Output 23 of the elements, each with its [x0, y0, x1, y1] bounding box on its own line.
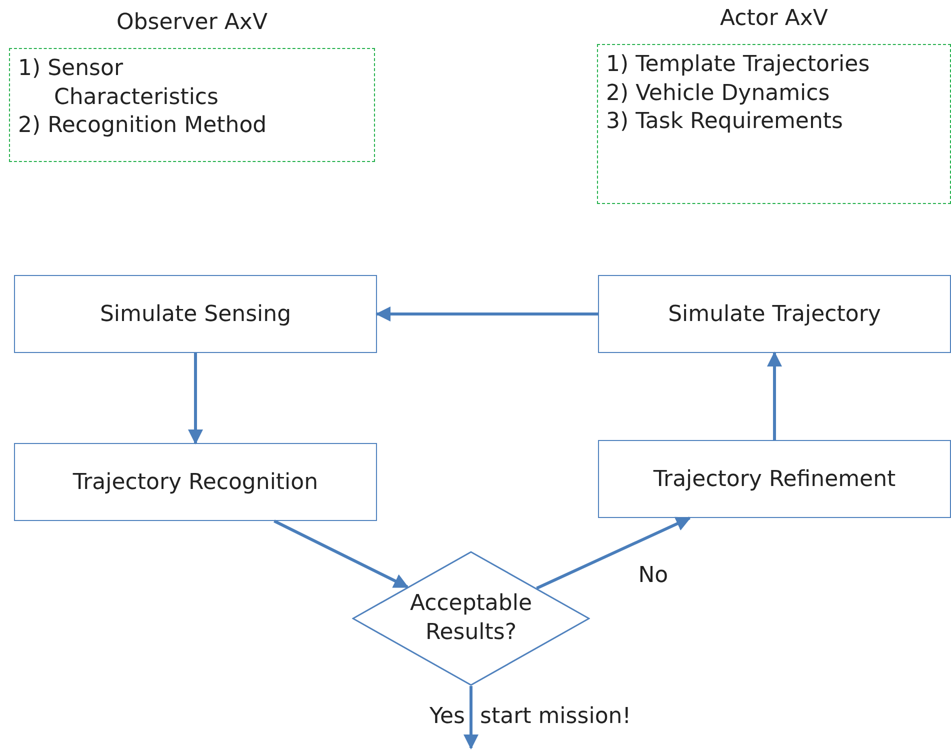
arrow [188, 353, 203, 444]
process-box [598, 440, 951, 518]
list-item: 2) Recognition Method [18, 112, 268, 140]
list-item: 1) Template Trajectories [606, 51, 871, 79]
arrow [274, 520, 409, 588]
list-item: 3) Task Requirements [606, 108, 844, 136]
arrow [536, 516, 692, 590]
process-box [14, 275, 377, 353]
process-label: Simulate Sensing [100, 302, 292, 326]
arrow [767, 352, 782, 440]
process-label: Trajectory Recognition [72, 470, 318, 494]
note-heading: Actor AxV [718, 5, 829, 33]
process-box [598, 275, 951, 353]
note-heading: Observer AxV [115, 9, 269, 37]
arrow [376, 306, 598, 322]
decision-text: Acceptable Results? [408, 590, 534, 646]
process-label: Trajectory Refinement [653, 466, 896, 492]
decision-diamond [352, 551, 590, 686]
list-item: 1) Sensor Characteristics [18, 55, 220, 112]
process-box [14, 443, 377, 521]
arrow [464, 686, 478, 750]
process-label: Simulate Trajectory [668, 302, 881, 326]
list-item: 2) Vehicle Dynamics [606, 80, 831, 108]
